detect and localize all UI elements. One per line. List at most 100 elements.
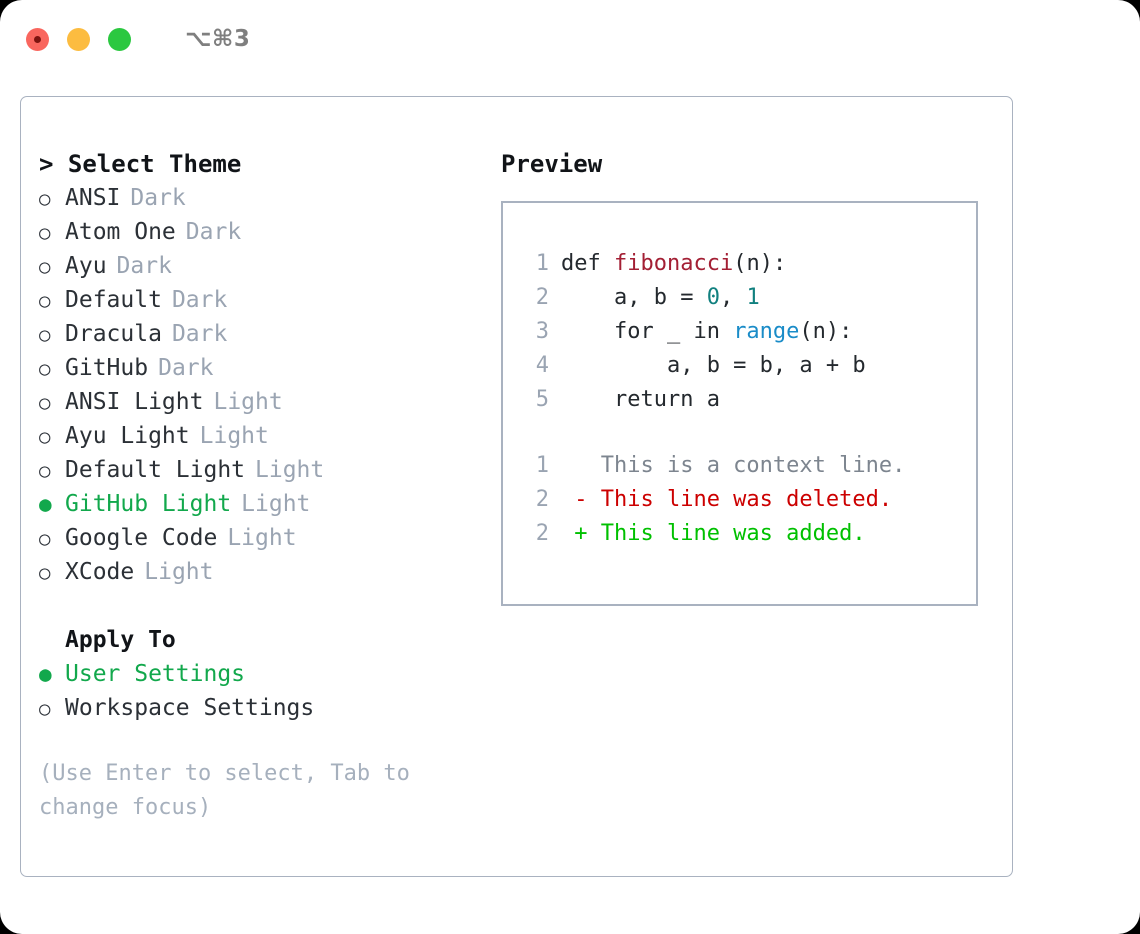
maximize-icon[interactable] [108, 27, 131, 51]
radio-unselected-icon: ○ [39, 528, 51, 550]
theme-option-github-light[interactable]: ● GitHub Light Light [39, 487, 499, 521]
heading-indent: ○ [39, 624, 65, 658]
caret-icon: > [39, 150, 54, 178]
diff-line: 1 This is a context line. [519, 449, 976, 483]
radio-unselected-icon: ○ [39, 562, 51, 584]
theme-option-variant: Dark [171, 287, 228, 313]
apply-to-heading-text: Apply To [65, 627, 176, 653]
theme-option-variant: Light [227, 525, 297, 551]
radio-selected-icon: ● [39, 492, 52, 516]
code-line-number: 3 [535, 319, 549, 344]
code-line-text: def fibonacci(n): [561, 247, 786, 281]
code-token-plain: (n): [799, 319, 853, 344]
theme-option-label: Dracula [65, 321, 162, 347]
theme-option-ansi-light[interactable]: ○ ANSI Light Light [39, 385, 499, 419]
theme-option-xcode[interactable]: ○ XCode Light [39, 555, 499, 589]
page-title: > Select Theme [39, 147, 499, 181]
apply-to-option-label: User Settings [65, 661, 246, 687]
theme-option-github[interactable]: ○ GitHub Dark [39, 351, 499, 385]
theme-option-atom-one[interactable]: ○ Atom One Dark [39, 215, 499, 249]
code-line-text: a, b = b, a + b [561, 349, 866, 383]
radio-unselected-icon: ○ [39, 290, 51, 312]
theme-option-variant: Dark [158, 355, 214, 381]
minimize-icon[interactable] [67, 27, 90, 51]
code-token-call: range [733, 319, 800, 344]
code-line: 1 def fibonacci(n): [519, 247, 976, 281]
radio-unselected-icon: ○ [39, 222, 51, 244]
radio-unselected-icon: ○ [39, 358, 51, 380]
theme-option-variant: Light [199, 423, 269, 449]
keyboard-shortcut-label: ⌥⌘3 [185, 26, 251, 52]
theme-option-ayu[interactable]: ○ Ayu Dark [39, 249, 499, 283]
radio-unselected-icon: ○ [39, 460, 51, 482]
code-token-num: 0 [706, 285, 720, 310]
code-line-number: 2 [535, 285, 549, 310]
code-line: 2 a, b = 0, 1 [519, 281, 976, 315]
theme-option-variant: Dark [171, 321, 228, 347]
close-icon[interactable] [26, 27, 49, 51]
diff-line: 2 + This line was added. [519, 517, 976, 551]
code-line-text: a, b = 0, 1 [561, 281, 760, 315]
theme-option-ayu-light[interactable]: ○ Ayu Light Light [39, 419, 499, 453]
theme-option-label: GitHub [65, 355, 149, 381]
code-token-plain: for _ in [561, 319, 734, 344]
code-line: 4 a, b = b, a + b [519, 349, 976, 383]
code-token-fn: fibonacci [613, 251, 734, 276]
diff-line: 2 - This line was deleted. [519, 483, 976, 517]
theme-option-label: Ayu [65, 253, 107, 279]
theme-option-label: ANSI [65, 185, 121, 211]
help-text: (Use Enter to select, Tab to change focu… [39, 757, 439, 825]
code-line-text: for _ in range(n): [561, 315, 852, 349]
apply-to-option-user-settings[interactable]: ●User Settings [39, 657, 499, 691]
diff-sample: 1 This is a context line.2 - This line w… [519, 449, 976, 551]
apply-to-heading: ○Apply To [39, 623, 499, 657]
theme-option-label: Google Code [65, 525, 218, 551]
theme-option-variant: Light [144, 559, 214, 585]
title-bar: ⌥⌘3 [0, 0, 1140, 78]
list-spacer [39, 589, 499, 623]
code-line-text: return a [561, 383, 720, 417]
code-token-plain: return a [561, 387, 720, 412]
diff-line-text-add: + This line was added. [561, 521, 866, 546]
radio-unselected-icon: ○ [39, 392, 51, 414]
window-controls [26, 27, 131, 51]
diff-line-text-del: - This line was deleted. [561, 487, 893, 512]
radio-unselected-icon: ○ [39, 426, 51, 448]
code-line: 5 return a [519, 383, 976, 417]
theme-option-dracula[interactable]: ○ Dracula Dark [39, 317, 499, 351]
code-token-plain: , [719, 285, 747, 310]
theme-option-variant: Dark [185, 219, 242, 245]
theme-option-label: Ayu Light [65, 423, 190, 449]
code-token-num: 1 [746, 285, 760, 310]
help-text-line-1: (Use Enter to select, Tab to [39, 761, 410, 786]
page-title-text: Select Theme [67, 150, 242, 178]
apply-to-option-label: Workspace Settings [65, 695, 315, 721]
diff-line-text-ctx: This is a context line. [561, 453, 906, 478]
code-line-number: 1 [535, 251, 549, 276]
preview-gap [519, 417, 976, 449]
theme-option-google-code[interactable]: ○ Google Code Light [39, 521, 499, 555]
theme-option-label: GitHub Light [65, 491, 232, 517]
theme-option-label: Default Light [65, 457, 246, 483]
code-token-plain: (n): [733, 251, 787, 276]
theme-option-variant: Light [213, 389, 283, 415]
theme-option-label: ANSI Light [65, 389, 204, 415]
theme-option-label: Atom One [65, 219, 176, 245]
theme-option-variant: Dark [116, 253, 172, 279]
radio-unselected-icon: ○ [39, 698, 51, 720]
apply-to-option-list[interactable]: ●User Settings ○ Workspace Settings [39, 657, 499, 725]
code-line: 3 for _ in range(n): [519, 315, 976, 349]
radio-unselected-icon: ○ [39, 256, 51, 278]
radio-unselected-icon: ○ [39, 324, 51, 346]
theme-option-variant: Light [241, 491, 311, 517]
code-token-plain: a, b = b, a + b [561, 353, 866, 378]
theme-option-label: XCode [65, 559, 135, 585]
apply-to-option-workspace-settings[interactable]: ○ Workspace Settings [39, 691, 499, 725]
